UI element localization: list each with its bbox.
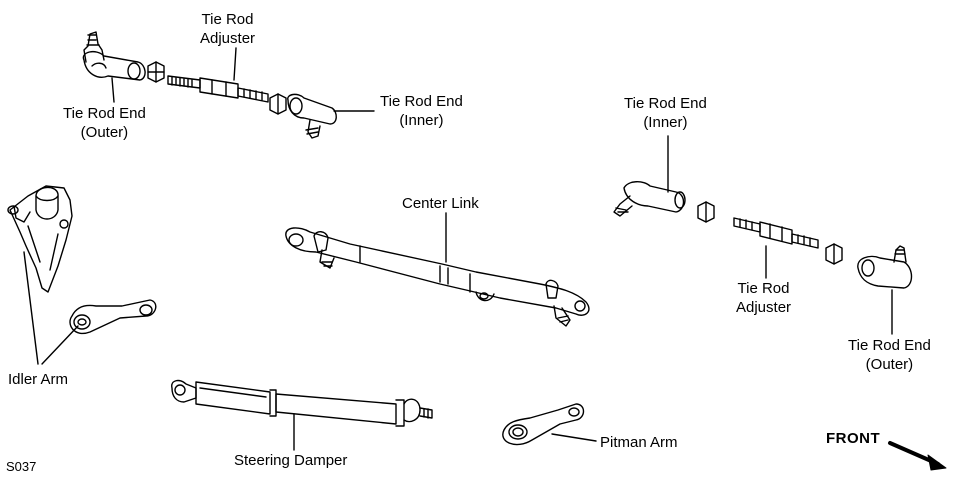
leader-lines: [23, 47, 893, 451]
label-tie-rod-end-outer-left: Tie Rod End (Outer): [63, 105, 146, 141]
front-arrow: [888, 441, 947, 471]
label-tie-rod-end-outer-right: Tie Rod End (Outer): [848, 337, 931, 373]
label-steering-damper: Steering Damper: [234, 452, 348, 469]
label-tie-rod-end-inner-top: Tie Rod End (Inner): [380, 93, 463, 129]
jam-nut-left: [147, 61, 165, 83]
tie-rod-adjuster-right: [733, 217, 819, 249]
jam-nut-right-1: [697, 201, 715, 223]
label-center-link: Center Link: [402, 195, 479, 212]
inner-tie-rod-end-right: [613, 181, 686, 217]
idler-arm-bracket: [7, 185, 73, 293]
label-idler-arm: Idler Arm: [8, 371, 69, 388]
jam-nut-center: [269, 93, 287, 115]
idler-arm-lever: [69, 299, 157, 335]
front-label: FRONT: [826, 430, 881, 447]
jam-nut-right-2: [825, 243, 843, 265]
outer-tie-rod-end-right: [857, 245, 913, 289]
label-pitman-arm: Pitman Arm: [600, 434, 678, 451]
steering-damper-part: [171, 379, 433, 427]
center-link-part: [285, 227, 590, 327]
pitman-arm-part: [502, 403, 585, 446]
figure-code: S037: [6, 459, 37, 474]
label-tie-rod-adjuster-top: Tie Rod Adjuster: [200, 11, 256, 47]
label-tie-rod-end-inner-right: Tie Rod End (Inner): [624, 95, 707, 131]
inner-tie-rod-end-top: [287, 93, 337, 139]
label-tie-rod-adjuster-right: Tie Rod Adjuster: [736, 280, 792, 316]
outer-tie-rod-end-left: [82, 31, 146, 81]
tie-rod-adjuster-top: [167, 75, 269, 103]
